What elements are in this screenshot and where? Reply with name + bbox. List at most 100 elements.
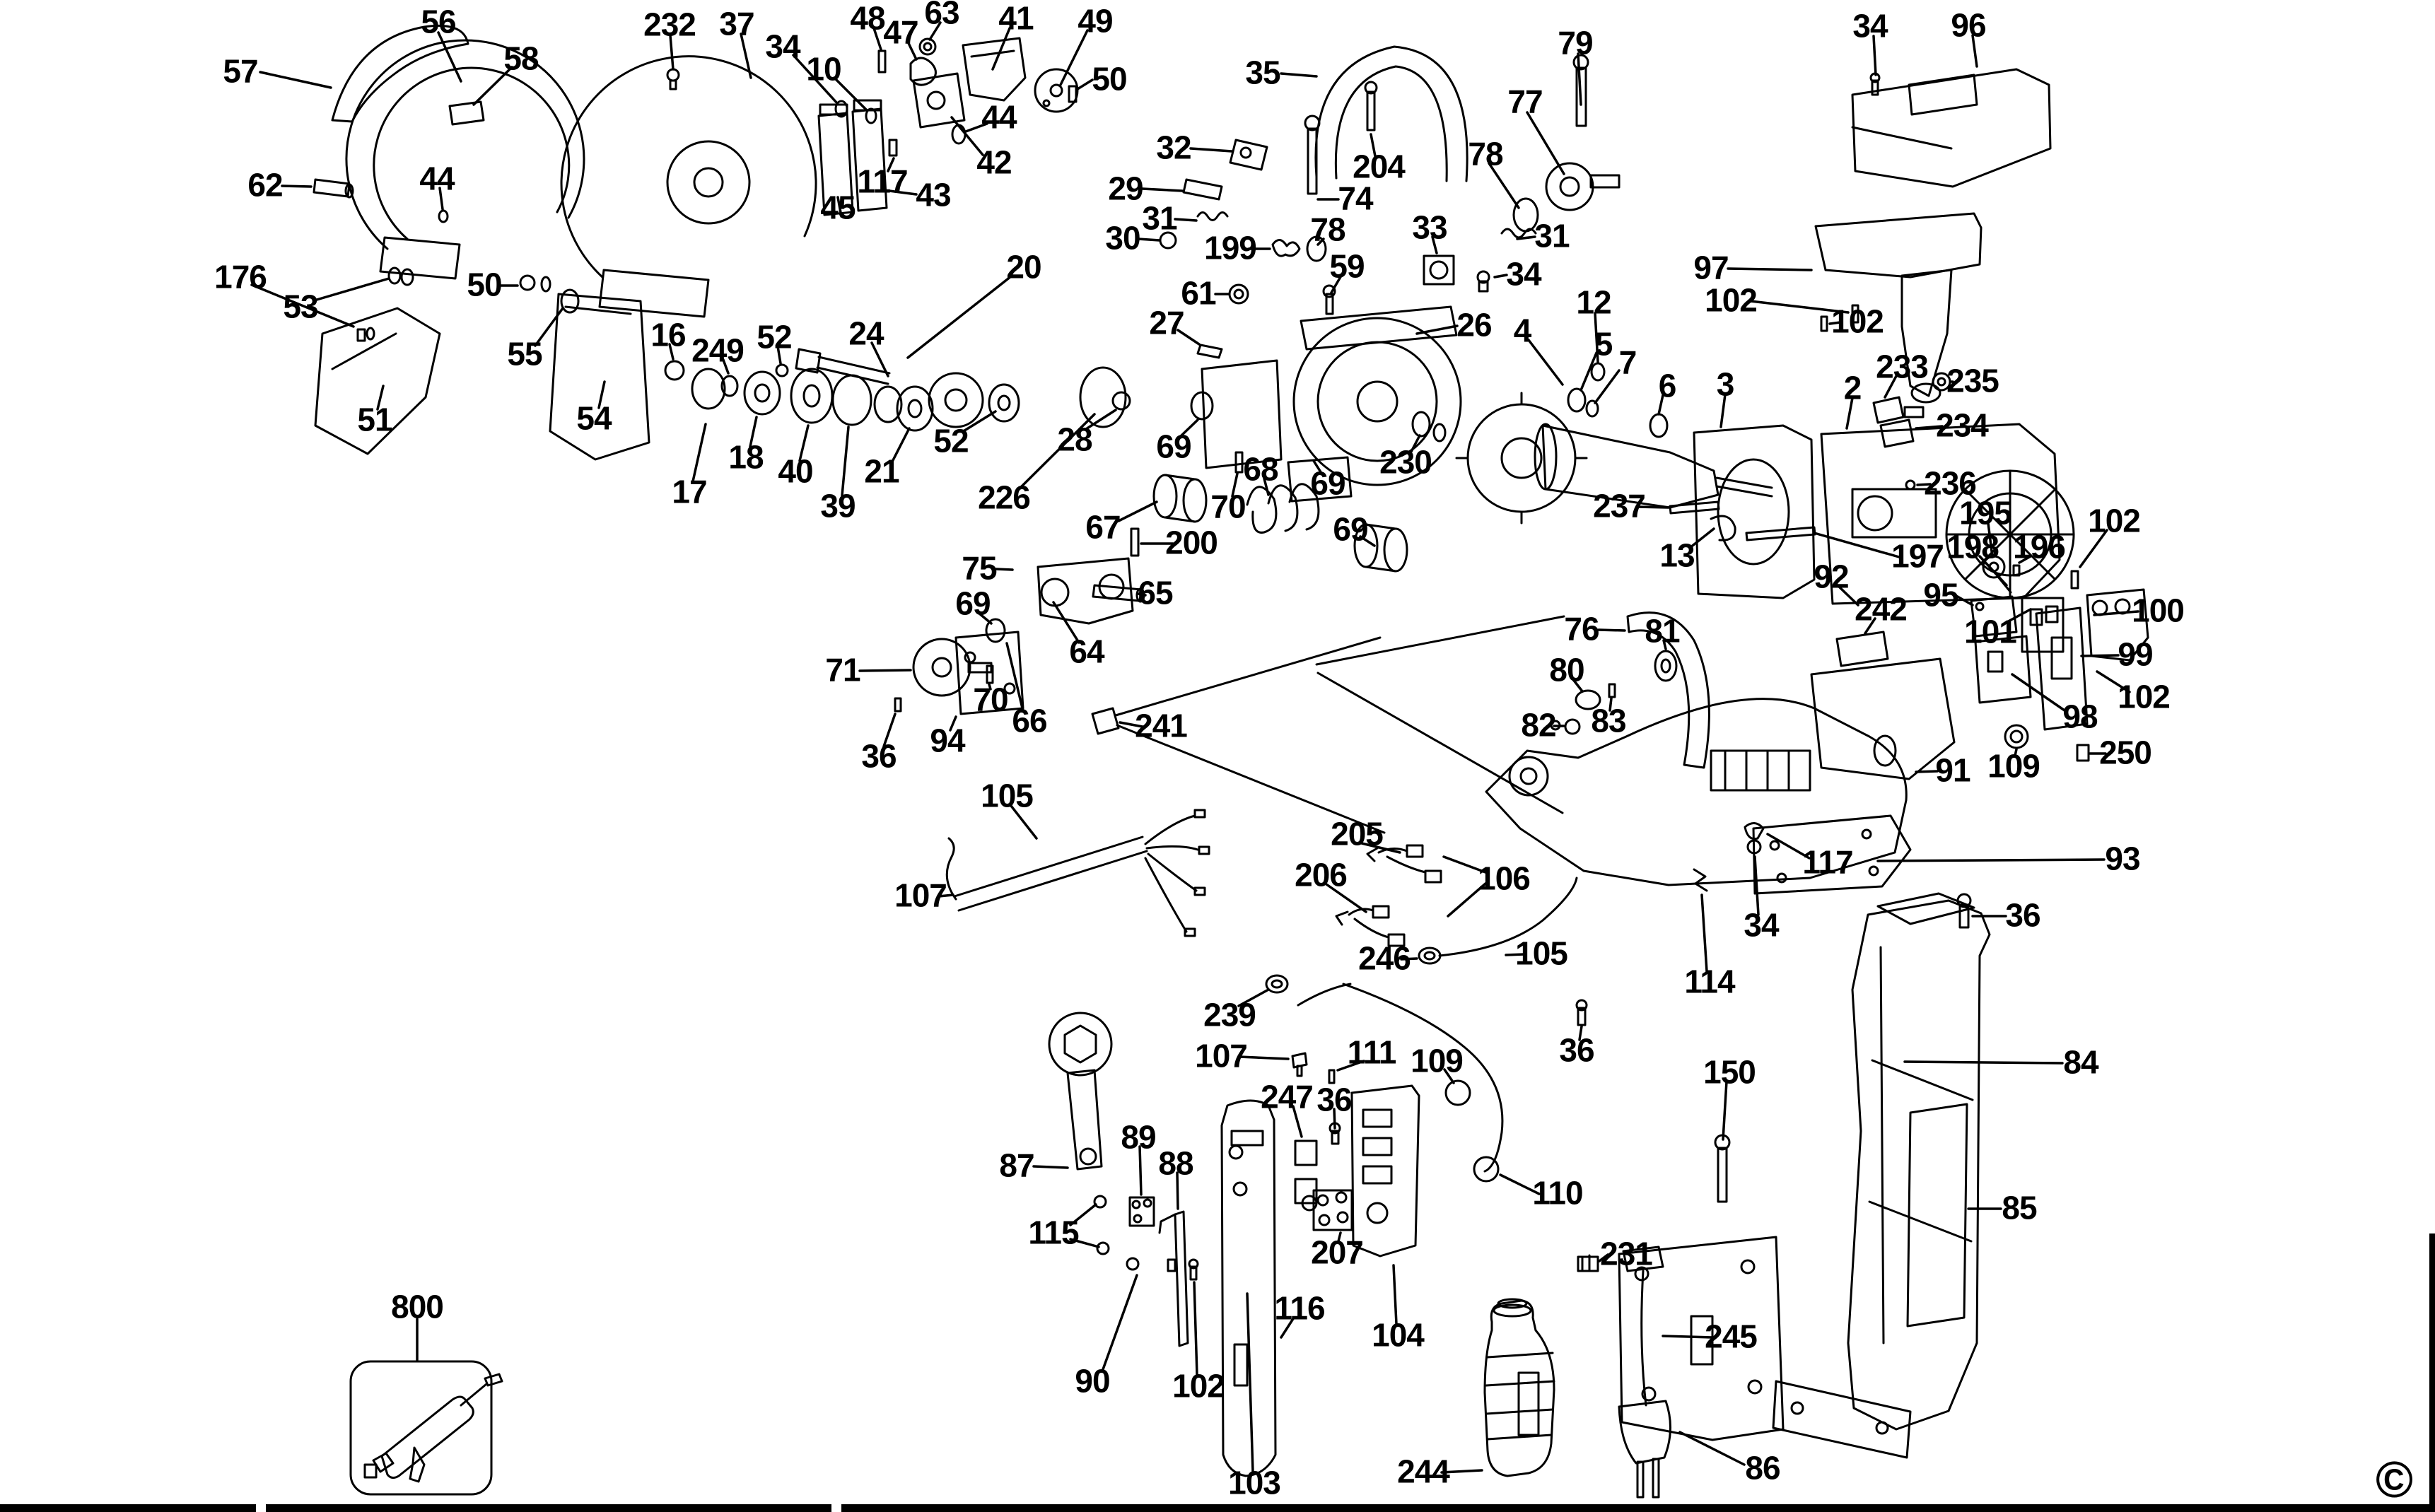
part-shape: [1690, 1315, 1714, 1366]
part-shape: [1900, 269, 1953, 397]
part-shape: [1871, 79, 1879, 96]
part-label-28: 28: [1057, 421, 1092, 458]
right-rule: [2429, 1233, 2435, 1512]
part-drawings-layer: [313, 24, 2149, 1499]
part-shape: [1386, 855, 1427, 874]
leader-line: [1719, 393, 1727, 428]
part-label-79: 79: [1558, 25, 1592, 61]
part-shape: [1879, 946, 1885, 1344]
part-label-230: 230: [1379, 444, 1432, 481]
leader-line: [887, 157, 895, 172]
part-label-36: 36: [1316, 1082, 1351, 1118]
part-shape: [1145, 845, 1199, 851]
part-label-61: 61: [1181, 275, 1216, 312]
part-shape: [1572, 54, 1589, 71]
part-shape: [1577, 1007, 1587, 1026]
leader-line: [668, 343, 675, 361]
leader-line: [1176, 329, 1201, 346]
part-shape: [331, 24, 469, 123]
part-shape: [666, 68, 680, 82]
part-shape: [1182, 478, 1208, 523]
part-shape: [1042, 99, 1051, 107]
part-shape: [1903, 406, 1925, 418]
part-shape: [1820, 423, 2061, 605]
part-shape: [1366, 847, 1379, 862]
part-shape: [1198, 845, 1210, 855]
part-shape: [1193, 886, 1206, 896]
part-shape: [314, 307, 441, 455]
part-label-93: 93: [2105, 840, 2139, 877]
part-shape: [1752, 814, 1912, 895]
leader-line: [1005, 642, 1024, 713]
part-shape: [1438, 877, 1578, 957]
part-label-237: 237: [1593, 488, 1645, 524]
part-shape: [1296, 1065, 1303, 1077]
part-shape: [1144, 814, 1196, 845]
part-label-116: 116: [1274, 1290, 1324, 1327]
part-shape: [669, 79, 677, 90]
part-label-247: 247: [1261, 1079, 1313, 1115]
part-label-232: 232: [643, 6, 696, 43]
leader-line: [2011, 673, 2066, 712]
part-shape: [1383, 527, 1408, 573]
leader-line: [1189, 147, 1233, 153]
part-label-52: 52: [757, 319, 791, 356]
part-shape: [795, 348, 822, 374]
part-label-176: 176: [214, 259, 267, 295]
leader-line: [964, 122, 988, 133]
part-shape: [1315, 615, 1565, 666]
part-shape: [1851, 126, 1953, 150]
part-label-53: 53: [283, 288, 317, 325]
leader-line: [1864, 617, 1876, 635]
part-label-21: 21: [864, 453, 899, 490]
part-label-54: 54: [576, 400, 612, 437]
leader-line: [1526, 111, 1565, 175]
part-shape: [1003, 682, 1016, 695]
part-label-2: 2: [1844, 370, 1862, 406]
leader-line: [1316, 238, 1325, 246]
leader-line: [1052, 601, 1080, 644]
part-label-199: 199: [1204, 230, 1256, 266]
leader-line: [1333, 1108, 1336, 1130]
part-shape: [1353, 918, 1390, 939]
leader-line: [1392, 1264, 1398, 1325]
leader-line: [1916, 483, 1932, 486]
part-shape: [790, 368, 834, 424]
leader-line: [1193, 1281, 1198, 1376]
part-shape: [380, 1395, 474, 1479]
part-shape: [560, 288, 580, 314]
leader-line: [1059, 29, 1089, 86]
part-shape: [1362, 1108, 1393, 1128]
part-label-43: 43: [916, 177, 950, 213]
part-label-81: 81: [1645, 613, 1680, 650]
part-shape: [1040, 578, 1070, 607]
part-shape: [957, 850, 1148, 912]
part-shape: [2070, 570, 2079, 590]
part-label-249: 249: [691, 332, 744, 369]
part-shape: [1411, 411, 1431, 438]
part-shape: [1292, 317, 1462, 486]
part-label-74: 74: [1338, 180, 1374, 217]
part-shape: [1034, 68, 1079, 113]
leader-line: [1415, 324, 1459, 335]
part-label-50: 50: [467, 266, 501, 303]
part-shape: [997, 394, 1011, 411]
part-label-102: 102: [2088, 503, 2140, 539]
leader-line: [1766, 833, 1811, 860]
part-shape: [1534, 423, 1558, 491]
part-shape: [1228, 1144, 1244, 1160]
part-label-117: 117: [857, 163, 907, 200]
part-shape: [1424, 869, 1442, 884]
part-shape: [1365, 523, 1397, 530]
leader-line: [1488, 162, 1520, 209]
part-shape: [1970, 595, 2018, 638]
part-label-36: 36: [1559, 1032, 1594, 1069]
leader-line: [740, 33, 752, 79]
part-shape: [1336, 1211, 1349, 1224]
leader-line: [1845, 397, 1854, 430]
part-shape: [1334, 65, 1448, 182]
part-label-78: 78: [1468, 136, 1503, 172]
leader-line: [1138, 1145, 1143, 1196]
part-label-95: 95: [1923, 577, 1958, 614]
part-shape: [1131, 1200, 1141, 1209]
